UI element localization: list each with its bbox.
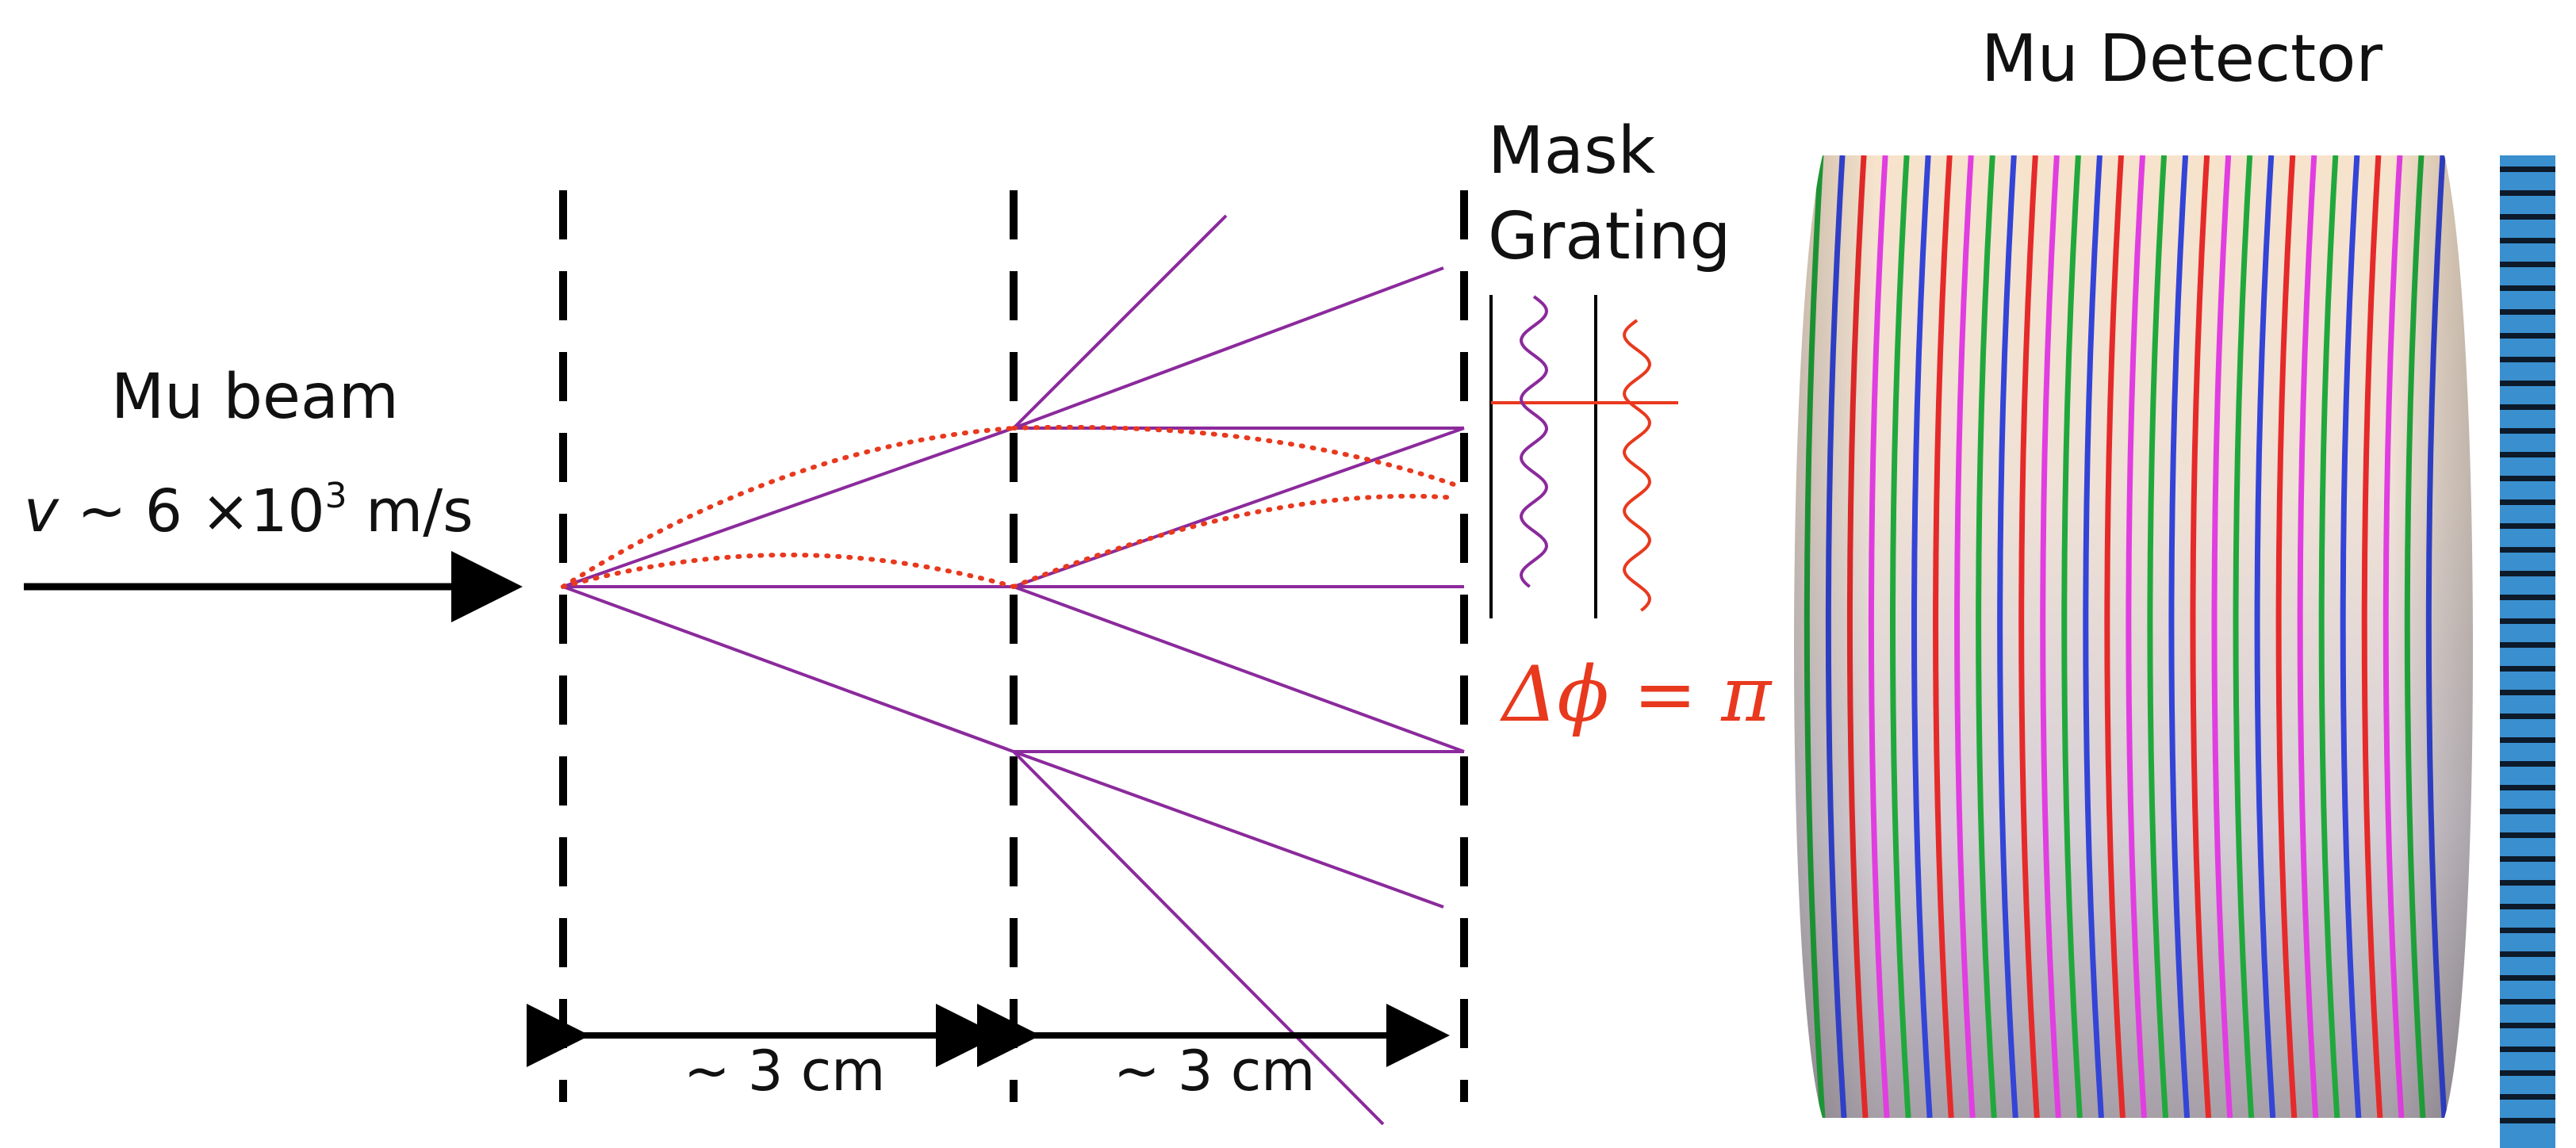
interference-paths: [561, 424, 1459, 589]
detector-edge-shade: [1794, 155, 2473, 1118]
dotted-path: [1011, 493, 1459, 589]
dotted-path: [561, 553, 1016, 589]
scale-tick: [2500, 928, 2555, 933]
mask-label: Mask: [1488, 113, 1656, 189]
speed-exponent: 3: [324, 476, 347, 516]
scale-tick: [2500, 690, 2555, 695]
scale-tick: [2500, 499, 2555, 505]
ray: [1013, 427, 1465, 588]
scale-tick: [2500, 999, 2555, 1004]
scale-tick: [2500, 666, 2555, 672]
grating-label: Grating: [1488, 199, 1731, 274]
scale-tick: [2500, 357, 2555, 362]
scale-tick: [2500, 166, 2555, 172]
mask-wave-illustration: [1489, 295, 1678, 618]
scale-tick: [2500, 1070, 2555, 1076]
scale-tick: [2500, 618, 2555, 624]
scale-tick: [2500, 1118, 2555, 1123]
scale-tick: [2500, 381, 2555, 386]
scale-tick: [2500, 214, 2555, 220]
scale-tick: [2500, 809, 2555, 814]
scale-tick: [2500, 285, 2555, 291]
speed-value: ~ 6 ×10: [58, 477, 325, 545]
beam-label: Mu beam: [111, 362, 399, 433]
scale-tick: [2500, 428, 2555, 434]
ray: [1013, 585, 1465, 753]
velocity-symbol: v: [24, 477, 59, 545]
scale-tick: [2500, 737, 2555, 743]
scale-tick: [2500, 1023, 2555, 1028]
scale-tick: [2500, 547, 2555, 553]
detector-title: Mu Detector: [1981, 21, 2383, 97]
scale-bar: [2500, 155, 2555, 1148]
dotted-path: [1011, 424, 1459, 488]
scale-ticks: [2500, 166, 2555, 1123]
scale-tick: [2500, 309, 2555, 315]
ray: [1012, 214, 1228, 430]
scale-tick: [2500, 761, 2555, 767]
phase-shift-label: Δϕ = π: [1502, 650, 1772, 739]
ray: [562, 585, 1014, 753]
scale-tick: [2500, 452, 2555, 457]
diffracted-rays: [562, 214, 1465, 1126]
scale-tick: [2500, 880, 2555, 886]
scale-tick: [2500, 951, 2555, 957]
mu-detector: [1794, 155, 2473, 1118]
speed-unit: m/s: [347, 477, 473, 545]
scale-tick: [2500, 238, 2555, 243]
scale-tick: [2500, 595, 2555, 600]
scale-tick: [2500, 642, 2555, 648]
scale-tick: [2500, 404, 2555, 410]
wave-left: [1519, 295, 1549, 588]
scale-tick: [2500, 571, 2555, 576]
gratings: [559, 190, 1468, 1102]
beam-speed-label: v ~ 6 ×103 m/s: [24, 479, 473, 541]
wave-right: [1622, 319, 1652, 612]
scale-tick: [2500, 262, 2555, 267]
scale-tick: [2500, 714, 2555, 719]
scale-tick: [2500, 1047, 2555, 1052]
distance-label-2: ~ 3 cm: [1114, 1039, 1316, 1104]
scale-tick: [2500, 1094, 2555, 1100]
ray: [562, 427, 1014, 588]
scale-tick: [2500, 190, 2555, 196]
distance-label-1: ~ 3 cm: [684, 1039, 886, 1104]
scale-tick: [2500, 856, 2555, 862]
scale-tick: [2500, 523, 2555, 529]
scale-tick: [2500, 785, 2555, 790]
scale-tick: [2500, 333, 2555, 339]
scale-tick: [2500, 904, 2555, 909]
detector-scale: [2500, 155, 2555, 1148]
scale-tick: [2500, 476, 2555, 481]
scale-tick: [2500, 832, 2555, 838]
ray: [1013, 750, 1444, 909]
ray: [1013, 266, 1444, 430]
scale-tick: [2500, 975, 2555, 981]
